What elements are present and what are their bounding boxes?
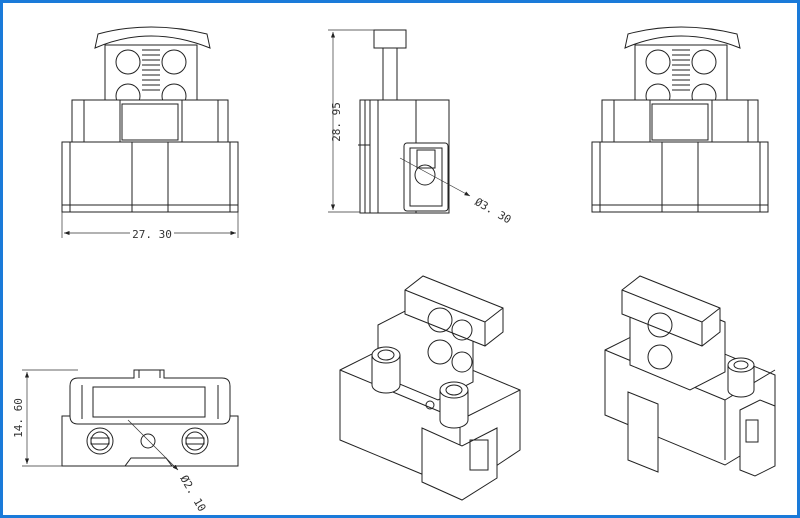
bottom-height-label: 14. 60	[12, 398, 25, 438]
side-hole-diameter-label: Ø3. 30	[473, 195, 514, 226]
drawing-canvas: 27. 30 28. 95 Ø3. 30 14. 60 Ø2. 10	[12, 26, 776, 514]
rear-view	[591, 26, 769, 213]
bottom-hole-diameter-label: Ø2. 10	[177, 473, 208, 514]
bottom-height-dimension: 14. 60	[12, 369, 78, 467]
side-view	[358, 29, 471, 214]
front-view	[61, 26, 239, 213]
width-dimension: 27. 30	[61, 212, 239, 241]
width-dimension-label: 27. 30	[132, 228, 172, 241]
height-dimension-label: 28. 95	[330, 102, 343, 142]
bottom-view	[61, 369, 239, 471]
isometric-view-right	[604, 275, 776, 477]
isometric-view-left	[339, 275, 521, 501]
height-dimension: 28. 95	[328, 29, 374, 213]
